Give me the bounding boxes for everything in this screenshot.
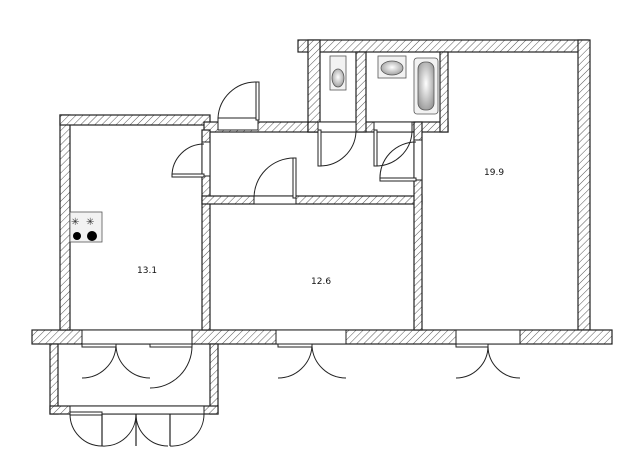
wall-wc-bath (355, 51, 367, 133)
large-balcony-door[interactable] (455, 343, 521, 379)
middle-window (275, 329, 347, 345)
middle-room-area-label: 12.6 (311, 277, 331, 287)
entry-door[interactable] (217, 81, 260, 121)
wall-kitchen-right (201, 129, 211, 331)
svg-text:✳: ✳ (71, 217, 79, 228)
wall-top-right (297, 39, 589, 53)
wall-left-top (59, 114, 211, 126)
kitchen-area-label: 13.1 (137, 266, 157, 276)
wall-balcony-right (209, 343, 219, 415)
wall-large-left (413, 121, 423, 331)
kitchen-door-opening (201, 141, 211, 177)
doors (69, 81, 521, 447)
svg-text:✳: ✳ (86, 217, 94, 228)
large-room-door[interactable] (379, 141, 417, 182)
wall-bath-room (439, 51, 449, 133)
middle-balcony-door[interactable] (277, 343, 347, 379)
bath-door-opening (373, 121, 413, 133)
fixtures: ✳ ✳ (69, 55, 439, 243)
middle-door-opening (253, 195, 297, 205)
large-door-opening (413, 139, 423, 181)
kitchen-window (81, 329, 193, 345)
kitchen-door[interactable] (171, 143, 205, 178)
wall-middle-top (201, 195, 423, 205)
wall-left (59, 114, 71, 331)
wall-right (577, 39, 591, 331)
balcony-window (69, 405, 205, 415)
area-labels: 13.1 12.6 19.9 (137, 168, 504, 287)
sink-icon (377, 55, 407, 79)
wall-balcony-left (49, 343, 59, 415)
wc-door[interactable] (317, 129, 357, 167)
bath-door[interactable] (373, 129, 413, 167)
entry-opening (217, 117, 259, 131)
large-window (455, 329, 521, 345)
bathtub-icon (413, 57, 439, 115)
stove-icon: ✳ ✳ (69, 211, 103, 243)
wall-wc-left (307, 39, 321, 133)
openings (69, 117, 521, 415)
middle-room-door[interactable] (253, 157, 297, 199)
large-room-area-label: 19.9 (484, 168, 504, 178)
balcony-outer-door[interactable] (69, 411, 205, 447)
toilet-icon (329, 55, 347, 91)
wc-door-opening (317, 121, 357, 133)
kitchen-balcony-door[interactable] (81, 343, 193, 389)
